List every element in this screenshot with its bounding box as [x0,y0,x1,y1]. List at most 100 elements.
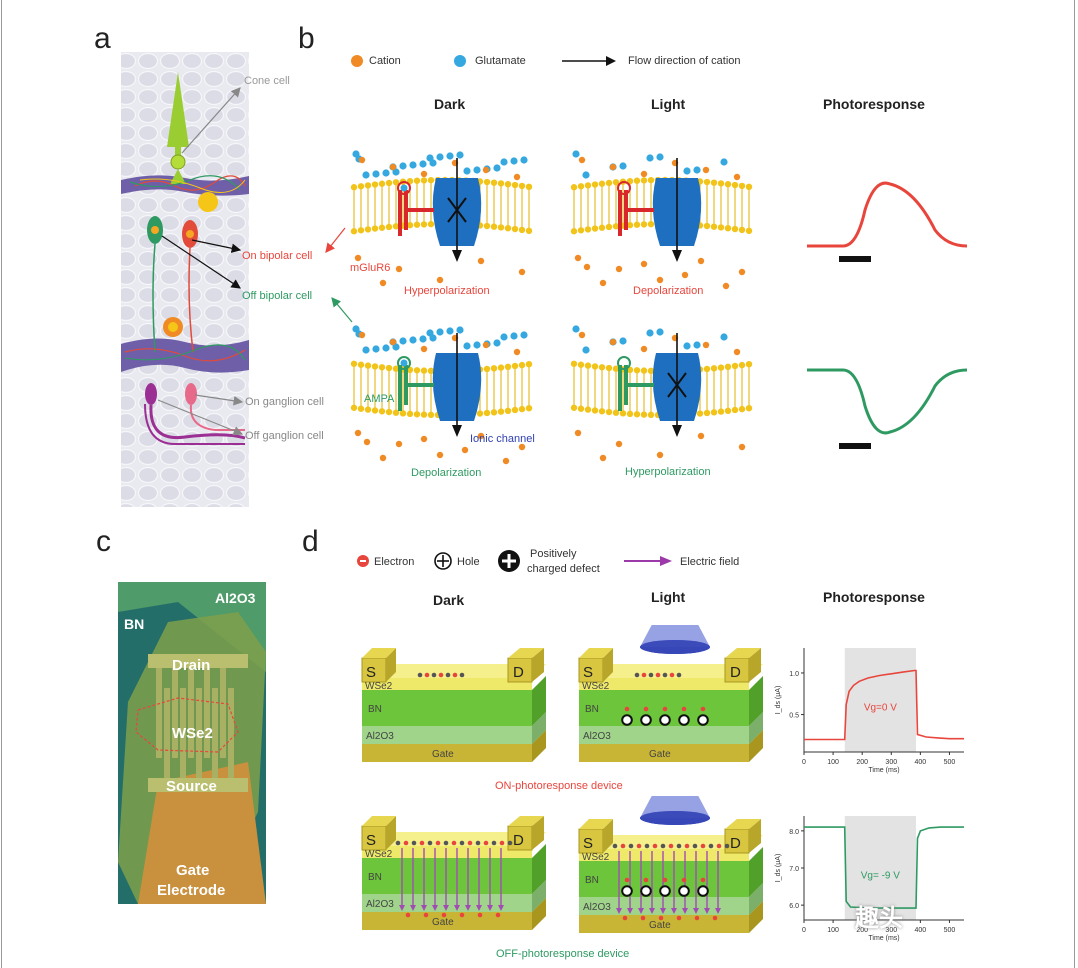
positive-defect [640,714,652,726]
lipid-head-bottom [710,409,718,416]
cation-dot [482,166,490,174]
glutamate-dot [693,341,701,349]
glutamate-dot [419,335,427,343]
cation-dot [656,276,664,284]
cation-dot [379,279,387,287]
frame-left [1,0,2,968]
cation-dot [574,254,582,262]
lipid-head-top [591,363,599,370]
lipid-head-bottom [696,410,704,417]
drain-label: D [730,664,741,681]
lipid-head-top [605,179,613,187]
lipid-head-top [717,364,725,371]
cation-dot [640,345,648,353]
binding-site [617,181,631,195]
label-gate-electrode-line1: Gate [176,862,210,879]
lipid-head-bottom [647,220,655,228]
glutamate-dot [372,170,380,178]
mglur6-receptor [618,190,654,236]
channel-blocked-x [667,372,687,398]
legend-d [357,550,672,572]
gate-layer [362,912,532,930]
lipid-head-bottom [745,404,753,412]
lipid-head-top [392,365,400,372]
cation-dot [702,166,710,174]
lipid-head-top [612,365,620,372]
lipid-head-top [591,181,599,188]
electron-dot [652,843,658,849]
y-axis-label: I_ds (μA) [775,686,782,715]
trapped-electron [643,706,649,712]
panel-label-a: a [94,22,111,55]
gate-layer-label: Gate [649,749,671,760]
glutamate-dot [656,328,664,336]
glutamate-dot [463,342,471,350]
panel-label-c: c [96,525,111,558]
label-gate-electrode-line2: Electrode [157,882,226,899]
lipid-head-top [511,362,519,370]
electron-dot [694,915,700,921]
source-contact [578,657,604,683]
electric-field-arrowhead [671,908,677,914]
lipid-head-bottom [731,406,739,414]
lipid-head-top [745,183,753,191]
cation-dot [609,163,617,171]
lipid-head-top [518,361,526,369]
trapped-electron [624,706,630,712]
horizontal-cell [198,192,218,212]
panel-label-b: b [298,22,315,55]
cation-dot [609,338,617,346]
wse2-layer-label: WSe2 [582,681,610,692]
electric-field-arrowhead [487,905,493,911]
glutamate-dot [382,344,390,352]
lipid-head-bottom [633,411,641,418]
cation-dot [436,276,444,284]
glutamate-dot [510,332,518,340]
electron-dot [441,912,447,918]
electric-field-arrowhead [465,905,471,911]
lipid-head-bottom [490,223,498,230]
lipid-head-top [497,180,505,187]
source-contact [361,825,387,851]
lipid-head-bottom [357,227,365,234]
lipid-head-top [724,180,732,188]
lipid-head-bottom [511,225,519,233]
lipid-head-top [577,361,585,368]
lipid-head-top [584,182,592,189]
x-tick-label: 400 [915,927,927,934]
flow-arrow-icon [606,56,616,66]
cation-dot [358,156,366,164]
trapped-electron [700,877,706,883]
label-cone-cell: Cone cell [244,75,290,87]
glutamate-dot [372,345,380,353]
glutamate-legend-icon [454,55,466,67]
cation-dot [379,454,387,462]
glutamate-dot [382,169,390,177]
electron-dot [622,915,628,921]
lipid-head-bottom [385,408,393,416]
lipid-head-bottom [724,407,732,415]
on-stimulus-bar [839,256,871,262]
electron-dot [417,672,423,678]
current-trace [804,826,964,909]
trapped-electron [681,706,687,712]
lipid-head-top [724,363,732,371]
wse2-layer-label: WSe2 [582,852,610,863]
lipid-head-top [710,365,718,372]
bn-layer-label: BN [368,872,382,883]
y-tick-label: 0.5 [789,713,799,720]
lipid-head-top [385,364,393,372]
lipid-head-bottom [511,406,519,414]
lipid-head-bottom [703,409,711,417]
lipid-head-bottom [350,404,358,411]
lipid-head-top [413,367,421,374]
electron-dot [634,672,640,678]
lipid-head-bottom [497,408,505,415]
x-axis-label: Time (ms) [868,935,899,942]
label-mglur6: mGluR6 [350,262,391,274]
al2o3-layer-label: Al2O3 [366,731,394,742]
legend-flow: Flow direction of cation [628,55,741,67]
lipid-head-bottom [399,410,407,417]
electron-dot [648,672,654,678]
